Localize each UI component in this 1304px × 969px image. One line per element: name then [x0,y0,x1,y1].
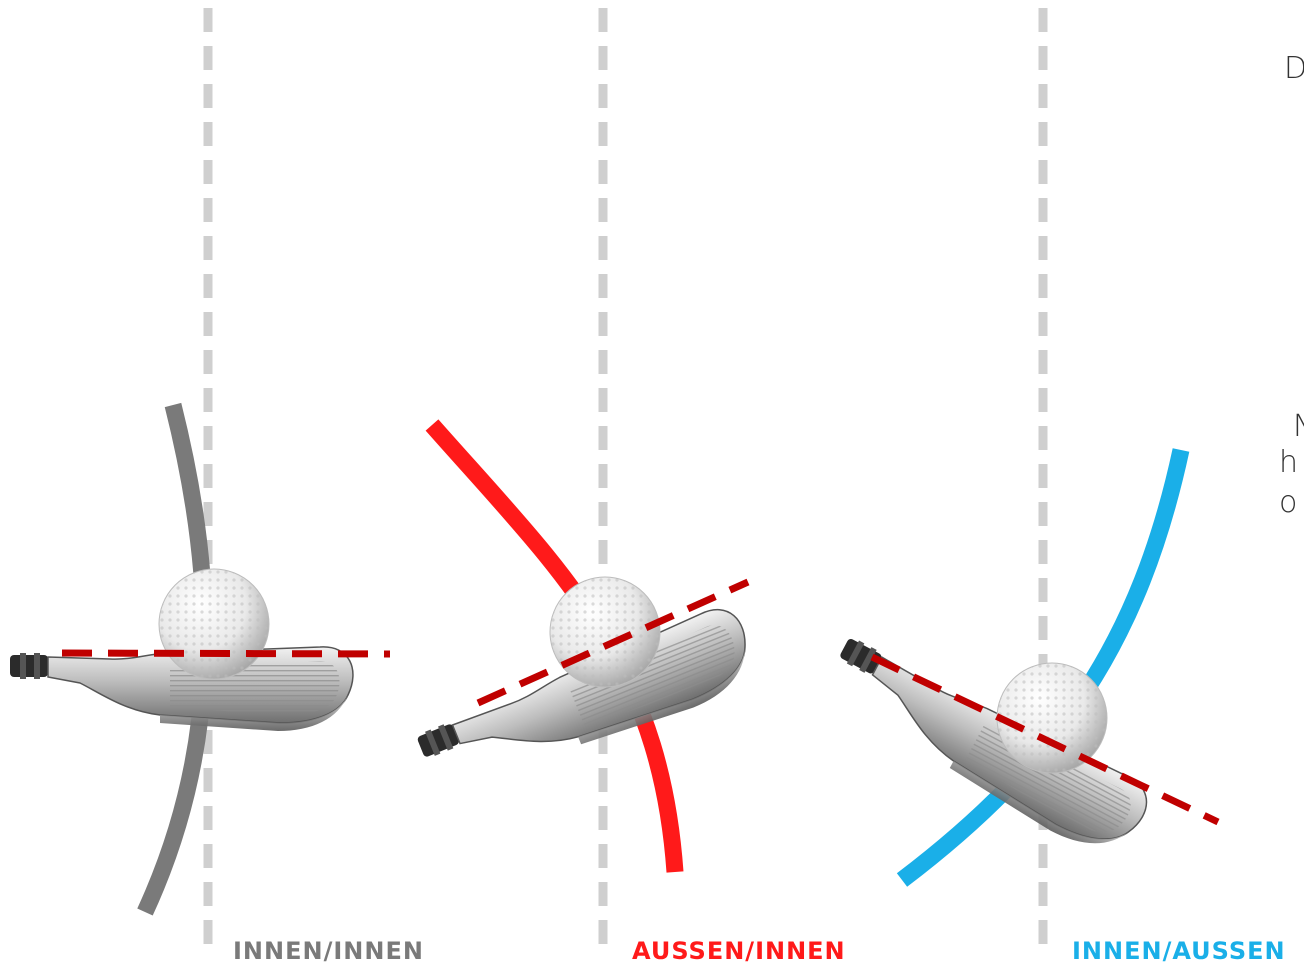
label-aussen-innen: AUSSEN/INNEN [632,936,846,966]
cropped-text-line-4: o [1279,486,1297,520]
panel-innen-aussen [814,450,1218,880]
label-innen-aussen: INNEN/AUSSEN [1072,936,1286,966]
panel-innen-innen [10,405,390,912]
label-innen-innen: INNEN/INNEN [233,936,424,966]
golf-ball-1 [159,569,269,679]
cropped-text-line-1: D [1284,52,1304,86]
golf-ball-3 [997,663,1107,773]
golf-ball-2 [550,577,660,687]
club-face-line-1 [62,653,390,654]
panel-aussen-innen [414,425,763,872]
cropped-text-line-2: N [1293,410,1304,444]
cropped-text-line-3: h [1279,446,1298,480]
